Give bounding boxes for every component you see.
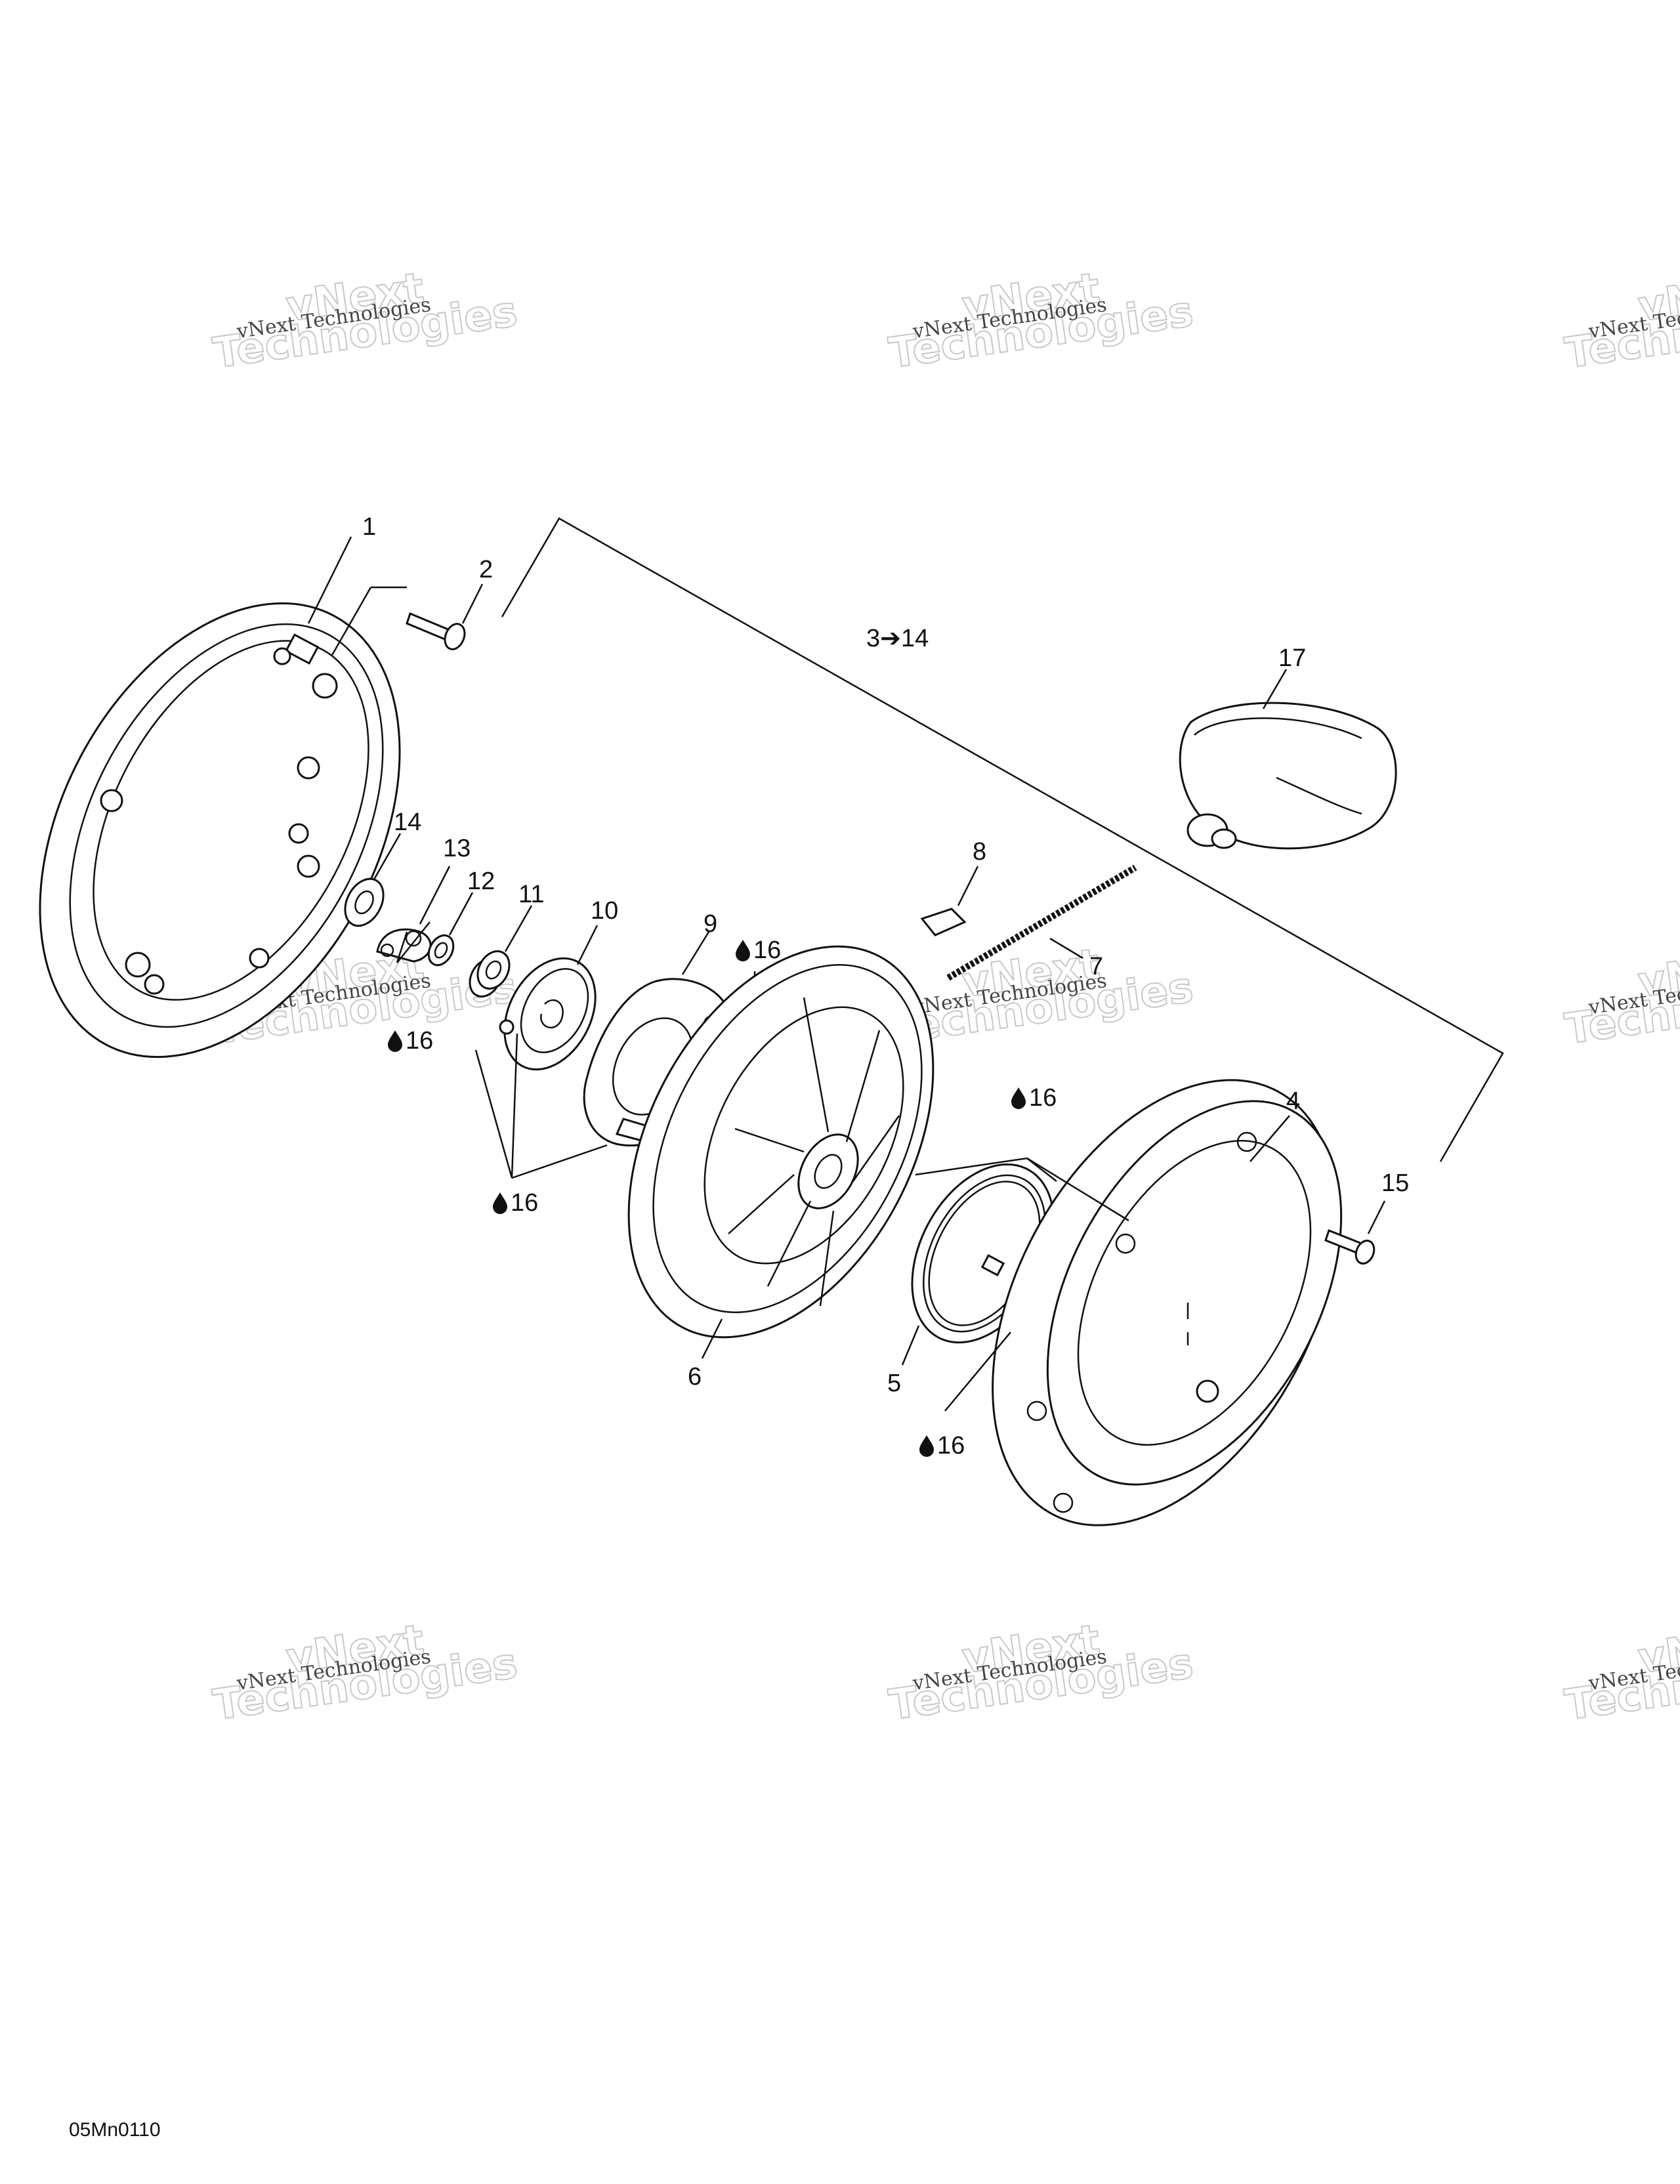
watermark-bottom-center: Technologies vNext vNext Technologies (885, 1615, 1197, 1731)
lubricant-marker: 16 (493, 1189, 538, 1217)
callout-15: 15 (1381, 1169, 1409, 1197)
callout-4: 4 (1286, 1087, 1300, 1115)
watermark-mid-right: Technologies vNext vNext Technologies (1561, 939, 1680, 1055)
callout-14: 14 (394, 808, 421, 836)
svg-text:16: 16 (511, 1189, 538, 1217)
oil-drop-icon (1011, 1087, 1026, 1109)
part-11-bushing (469, 905, 533, 998)
lubricant-marker: 16 (388, 1027, 433, 1055)
part-15-screw (1324, 1200, 1386, 1265)
part-12-ring (427, 892, 474, 967)
watermark-top-right: Technologies vNext vNext Technologies (1561, 263, 1680, 379)
callout-5: 5 (887, 1370, 901, 1397)
lubricant-marker: 16 (919, 1432, 965, 1460)
callout-1: 1 (362, 513, 376, 541)
svg-text:16: 16 (937, 1432, 965, 1460)
watermark-bottom-left: Technologies vNext vNext Technologies (209, 1615, 521, 1731)
oil-drop-icon (736, 940, 750, 961)
callout-11: 11 (518, 881, 544, 908)
part-14-washer (344, 833, 402, 927)
lubricant-marker: 16 (1011, 1084, 1057, 1112)
assembly-bracket-3-14 (501, 517, 1504, 1162)
callout-10: 10 (591, 897, 618, 925)
callout-13: 13 (443, 835, 471, 862)
callout-3-14: 3➔14 (866, 625, 929, 652)
oil-drop-icon (388, 1030, 402, 1052)
watermark-bottom-right: Technologies vNext vNext Technologies (1561, 1615, 1680, 1731)
svg-text:16: 16 (406, 1027, 433, 1055)
oil-drop-icon (919, 1435, 934, 1457)
svg-text:16: 16 (1029, 1084, 1057, 1112)
callout-12: 12 (467, 868, 495, 895)
diagram-reference-code: 05Mn0110 (69, 2119, 161, 2141)
callout-labels: 1 2 3➔14 17 14 13 12 11 10 9 8 7 4 15 6 … (362, 513, 1409, 1397)
part-4-starter-cover (992, 1079, 1343, 1526)
callout-6: 6 (688, 1363, 702, 1391)
watermark-group: Technologies vNext vNext Technologies Te… (209, 263, 1680, 1731)
watermark-top-center: Technologies vNext vNext Technologies (885, 263, 1197, 379)
svg-text:16: 16 (753, 936, 781, 964)
callout-9: 9 (704, 910, 717, 938)
lubricant-marker: 16 (736, 936, 781, 964)
part-17-handle (1179, 669, 1397, 850)
lubricant-leaders (396, 921, 1129, 1412)
oil-drop-icon (493, 1192, 507, 1214)
callout-7: 7 (1089, 953, 1103, 980)
watermark-top-left: Technologies vNext vNext Technologies (209, 263, 521, 379)
part-10-spring-cup (499, 925, 598, 1071)
callout-17: 17 (1278, 644, 1306, 672)
lubricant-markers: 16 16 16 16 16 (388, 936, 1057, 1460)
callout-8: 8 (973, 838, 986, 866)
part-7-rope (946, 864, 1137, 981)
part-8-insert (920, 866, 979, 936)
part-2-screw (330, 583, 484, 657)
callout-2: 2 (479, 556, 493, 583)
part-6-pulley (627, 945, 934, 1359)
